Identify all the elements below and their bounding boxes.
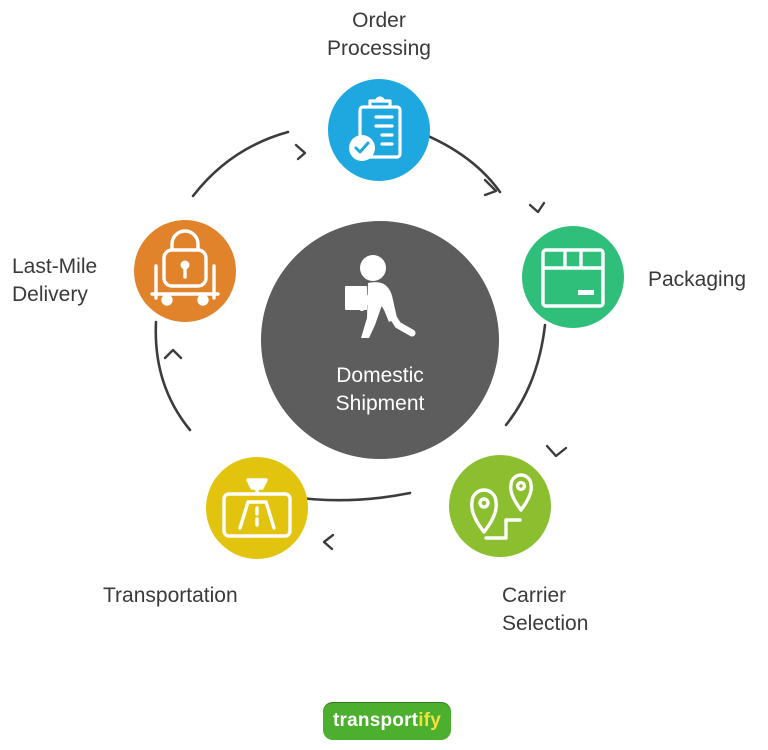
label-transportation-line1: Transportation xyxy=(103,584,238,607)
label-transportation: Transportation xyxy=(103,582,238,610)
label-last-mile-delivery-line1: Last-Mile xyxy=(12,255,98,278)
logo-suffix: ify xyxy=(418,710,441,731)
map-route-icon xyxy=(470,473,533,540)
chevron-2 xyxy=(528,201,546,214)
arc-carrier-to-transport xyxy=(290,491,412,502)
label-carrier-selection-line2: Selection xyxy=(502,612,589,635)
label-order-processing-line1: Order xyxy=(352,9,406,32)
label-carrier-selection: Carrier Selection xyxy=(502,582,588,638)
center-title: Domestic Shipment xyxy=(280,362,480,418)
center-title-line2: Shipment xyxy=(335,392,425,415)
locked-cart-icon xyxy=(150,229,220,306)
node-packaging xyxy=(522,226,624,328)
node-order-processing xyxy=(328,79,430,181)
node-circle-order-processing xyxy=(328,79,430,181)
chevron-4 xyxy=(322,533,335,551)
chevron-3 xyxy=(545,444,568,458)
center-circle xyxy=(261,221,499,459)
node-transportation xyxy=(206,457,308,559)
logo-prefix: transport xyxy=(333,710,419,731)
label-order-processing: Order Processing xyxy=(300,7,458,63)
label-packaging: Packaging xyxy=(648,266,746,294)
label-last-mile-delivery-line2: Delivery xyxy=(12,283,88,306)
center-title-line1: Domestic xyxy=(336,364,424,387)
node-circle-packaging xyxy=(522,226,624,328)
chevron-6 xyxy=(483,178,498,197)
cycle-chevrons xyxy=(163,143,568,551)
package-box-icon xyxy=(541,248,605,308)
label-last-mile-delivery: Last-Mile Delivery xyxy=(12,253,97,309)
chevron-1 xyxy=(294,143,307,161)
node-carrier-selection xyxy=(449,455,551,557)
label-order-processing-line2: Processing xyxy=(327,37,431,60)
person-carrying-box-icon xyxy=(345,255,416,338)
node-circle-carrier-selection xyxy=(449,455,551,557)
label-packaging-line1: Packaging xyxy=(648,268,747,291)
clipboard-check-icon xyxy=(349,96,402,161)
label-carrier-selection-line1: Carrier xyxy=(502,584,567,607)
road-screen-icon xyxy=(222,478,292,538)
chevron-5 xyxy=(163,348,183,360)
arc-transport-to-last-mile xyxy=(154,320,192,432)
arc-packaging-to-carrier xyxy=(504,323,547,427)
arc-last-mile-to-order xyxy=(191,130,290,198)
node-last-mile-delivery xyxy=(134,220,236,322)
